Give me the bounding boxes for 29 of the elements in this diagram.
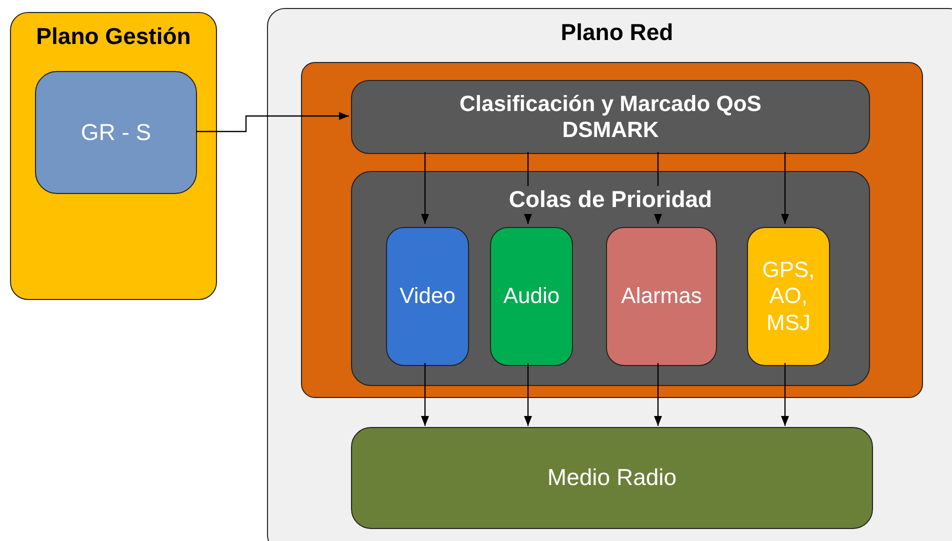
node-label: Plano Red [560,19,674,47]
queue-box [490,227,573,366]
node-label: Audio [503,283,560,310]
node-label: GR - S [80,118,152,146]
arrow [781,152,789,224]
node-label: Video [400,283,456,310]
node-label: Clasificación y Marcado QoS DSMARK [458,90,762,144]
arrow [196,112,349,132]
arrow [654,363,662,426]
queue-box [747,227,830,366]
plane-panel [10,12,217,300]
queue-box [386,227,469,366]
node-label: Medio Radio [547,464,677,492]
node-label: GPS, AO, MSJ [761,256,816,336]
node-label: Alarmas [621,283,702,310]
classifier-box [351,80,870,154]
arrow [654,152,662,224]
arrow [421,152,429,224]
arrow [524,152,532,224]
process-box [35,71,197,194]
queue-box [606,227,717,366]
node-label: Plano Gestión [36,23,191,51]
process-box [351,427,873,529]
arrow [524,363,532,426]
arrow [781,363,789,426]
plane-panel [267,8,952,541]
container-box [301,62,923,398]
arrow [421,363,429,426]
queue-group-box [351,171,870,386]
